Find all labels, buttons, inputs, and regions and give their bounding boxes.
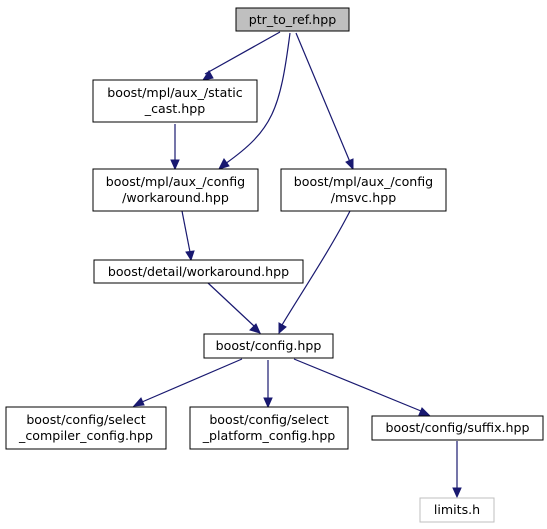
node-label: boost/detail/workaround.hpp: [108, 264, 289, 279]
edge-config-to-select-compiler: [132, 358, 243, 407]
node-ptr-to-ref[interactable]: ptr_to_ref.hpp: [235, 7, 350, 32]
node-label-line1: boost/mpl/aux_/static: [107, 85, 242, 100]
node-label: boost/config/suffix.hpp: [385, 420, 529, 435]
node-config[interactable]: boost/config.hpp: [203, 333, 334, 359]
node-suffix[interactable]: boost/config/suffix.hpp: [371, 415, 544, 441]
node-label-line1: boost/config/select: [209, 412, 328, 427]
edges: [132, 31, 462, 499]
node-static-cast[interactable]: boost/mpl/aux_/static _cast.hpp: [92, 79, 258, 123]
node-label-line2: /workaround.hpp: [122, 190, 229, 205]
node-select-compiler[interactable]: boost/config/select _compiler_config.hpp: [5, 406, 167, 450]
edge-workaround-mpl-to-detail-workaround: [181, 210, 195, 262]
node-label-line1: boost/mpl/aux_/config: [106, 174, 245, 189]
node-label-line2: _compiler_config.hpp: [18, 428, 153, 443]
edge-ptr-to-ref-to-static-cast: [201, 31, 281, 81]
node-label: limits.h: [434, 502, 480, 517]
node-select-platform[interactable]: boost/config/select _platform_config.hpp: [189, 406, 349, 450]
edge-config-to-suffix: [293, 358, 431, 416]
node-detail-workaround[interactable]: boost/detail/workaround.hpp: [93, 259, 304, 284]
edge-ptr-to-ref-to-workaround-mpl: [218, 32, 291, 170]
node-limits[interactable]: limits.h: [419, 497, 495, 523]
edge-static-cast-to-workaround-mpl: [170, 124, 180, 171]
edge-suffix-to-limits: [452, 441, 462, 499]
node-msvc[interactable]: boost/mpl/aux_/config /msvc.hpp: [280, 168, 447, 212]
nodes: ptr_to_ref.hpp boost/mpl/aux_/static _ca…: [5, 7, 544, 523]
node-label-line2: /msvc.hpp: [331, 190, 396, 205]
node-label-line1: boost/mpl/aux_/config: [294, 174, 433, 189]
edge-msvc-to-config: [278, 210, 351, 335]
node-label-line2: _cast.hpp: [144, 101, 205, 116]
node-workaround-mpl[interactable]: boost/mpl/aux_/config /workaround.hpp: [92, 168, 259, 212]
node-label: boost/config.hpp: [216, 338, 322, 353]
node-label: ptr_to_ref.hpp: [249, 12, 337, 27]
edge-detail-workaround-to-config: [207, 282, 261, 334]
edge-ptr-to-ref-to-msvc: [295, 32, 354, 171]
node-label-line2: _platform_config.hpp: [202, 428, 336, 443]
edge-config-to-select-platform: [263, 360, 273, 409]
node-label-line1: boost/config/select: [26, 412, 145, 427]
